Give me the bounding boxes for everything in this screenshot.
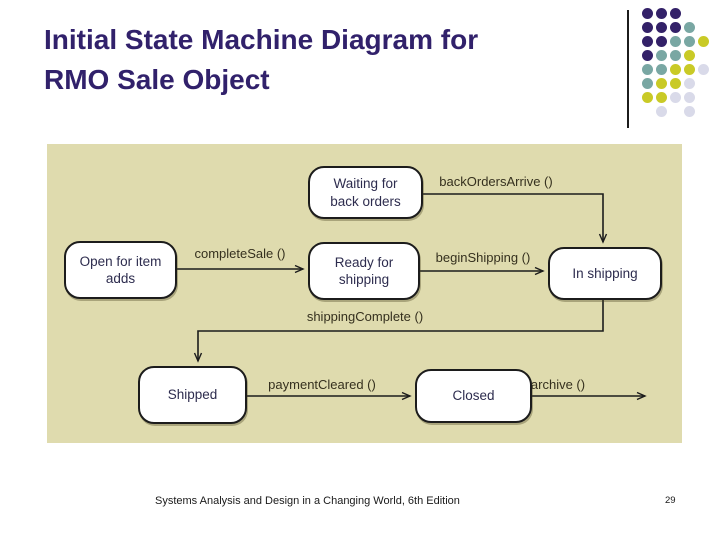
- ornament-dot: [656, 106, 667, 117]
- ornament-dot: [684, 22, 695, 33]
- ornament-dot: [670, 22, 681, 33]
- ornament-dot: [670, 92, 681, 103]
- transition-label-archive: archive (): [530, 377, 586, 392]
- transition-label-complete-sale: completeSale (): [194, 246, 286, 261]
- state-label-line: Closed: [452, 388, 495, 404]
- divider-line: [627, 10, 629, 128]
- state-in-shipping: In shipping: [548, 247, 662, 300]
- ornament-dot: [670, 64, 681, 75]
- state-label-line: shipping: [338, 272, 390, 287]
- ornament-dot: [656, 8, 667, 19]
- ornament-dot: [698, 36, 709, 47]
- ornament-dot: [642, 36, 653, 47]
- ornament-dot: [684, 92, 695, 103]
- ornament-dot: [684, 36, 695, 47]
- page-number: 29: [665, 495, 676, 506]
- ornament-dot: [698, 64, 709, 75]
- ornament-dot: [684, 78, 695, 89]
- state-label-line: Waiting for: [333, 176, 398, 192]
- ornament-dot: [642, 50, 653, 61]
- transition-label-begin-shipping: beginShipping (): [435, 250, 531, 265]
- ornament-dot: [656, 22, 667, 33]
- state-open-for-item-adds: Open for item adds: [64, 241, 177, 299]
- state-ready-for-shipping: Ready for shipping: [308, 242, 420, 300]
- ornament-dot: [642, 64, 653, 75]
- state-label-line: Shipped: [167, 387, 218, 403]
- state-label-line: Open for item: [79, 253, 162, 269]
- ornament-dot: [642, 78, 653, 89]
- ornament-dot: [642, 8, 653, 19]
- ornament-dot: [656, 50, 667, 61]
- ornament-dot: [684, 106, 695, 117]
- ornament-dot: [642, 92, 653, 103]
- dots-ornament: [642, 8, 712, 123]
- title-line-1: Initial State Machine Diagram for: [44, 24, 479, 55]
- ornament-dot: [656, 36, 667, 47]
- ornament-dot: [670, 36, 681, 47]
- ornament-dot: [656, 78, 667, 89]
- state-label-line: Ready for: [334, 254, 394, 270]
- state-label-line: adds: [105, 271, 136, 286]
- ornament-dot: [656, 64, 667, 75]
- transition-label-payment-cleared: paymentCleared (): [268, 377, 376, 392]
- transition-lines-svg: [177, 193, 647, 401]
- state-shipped: Shipped: [138, 366, 247, 424]
- ornament-dot: [684, 50, 695, 61]
- transition-label-shipping-complete: shippingComplete (): [306, 309, 424, 324]
- footer-text: Systems Analysis and Design in a Changin…: [155, 495, 460, 507]
- state-closed: Closed: [415, 369, 532, 423]
- title-line-2: RMO Sale Object: [44, 64, 270, 95]
- slide-title: Initial State Machine Diagram for RMO Sa…: [44, 20, 619, 100]
- ornament-dot: [670, 50, 681, 61]
- state-label-line: In shipping: [572, 265, 638, 281]
- ornament-dot: [670, 8, 681, 19]
- transition-line-shipping-complete: [193, 300, 604, 363]
- ornament-dot: [656, 92, 667, 103]
- transition-line-back-orders-arrive: [423, 193, 608, 244]
- ornament-dot: [670, 78, 681, 89]
- ornament-dot: [684, 64, 695, 75]
- diagram-panel: completeSale () backOrdersArrive () beginS…: [47, 144, 682, 443]
- transition-label-back-orders-arrive: backOrdersArrive (): [439, 174, 553, 189]
- state-label-line: back orders: [330, 193, 401, 209]
- ornament-dot: [642, 22, 653, 33]
